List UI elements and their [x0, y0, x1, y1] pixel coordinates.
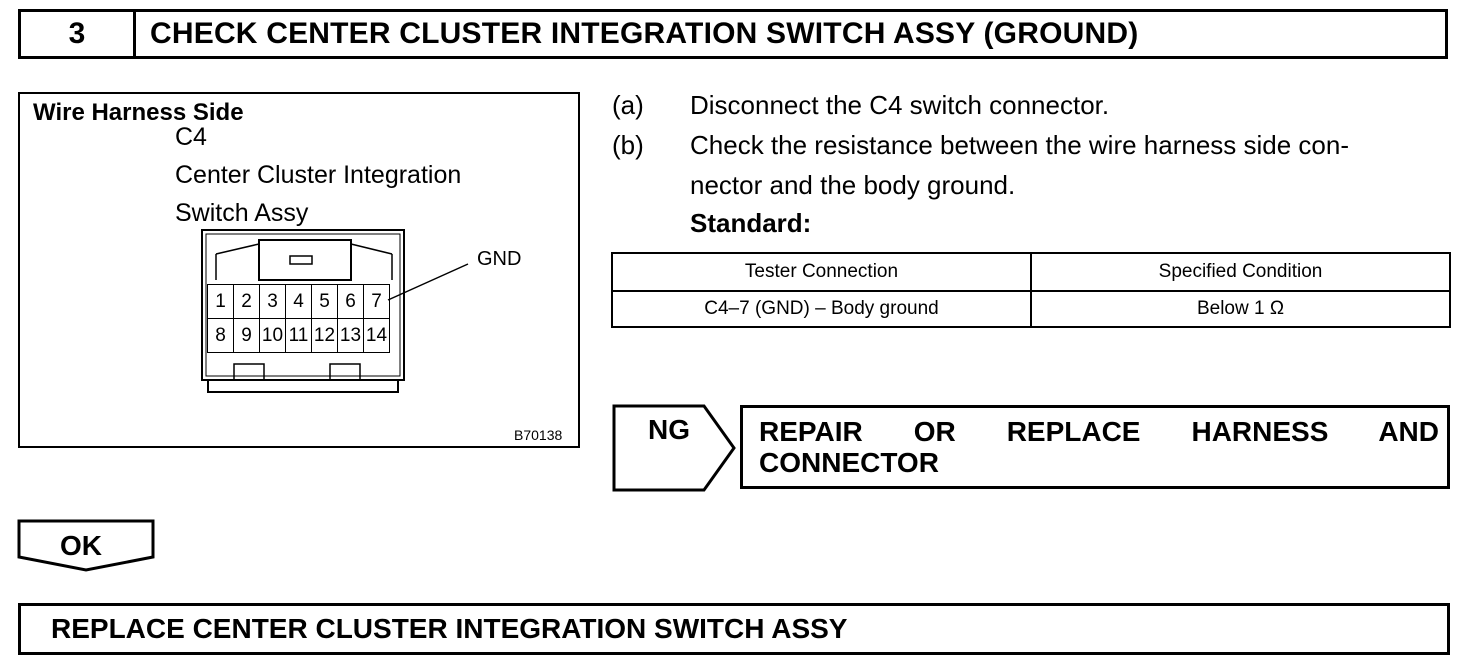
pin-3: 3 [259, 284, 286, 319]
step-number: 3 [21, 12, 136, 56]
connector-figure: Wire Harness Side C4 Center Cluster Inte… [18, 92, 580, 448]
pin-12: 12 [311, 318, 338, 353]
connector-id: C4 [175, 123, 207, 151]
ng-arrow [612, 404, 736, 492]
instruction-b-label: (b) [612, 130, 644, 160]
ok-label: OK [60, 530, 102, 561]
instruction-a-label: (a) [612, 90, 644, 120]
pin-6: 6 [337, 284, 364, 319]
step-header: 3 CHECK CENTER CLUSTER INTEGRATION SWITC… [18, 9, 1448, 59]
step-title: CHECK CENTER CLUSTER INTEGRATION SWITCH … [150, 17, 1139, 50]
gnd-leader-line [387, 263, 469, 301]
standard-label: Standard: [690, 208, 812, 238]
pin-4: 4 [285, 284, 312, 319]
final-action-text: REPLACE CENTER CLUSTER INTEGRATION SWITC… [51, 613, 848, 644]
connector-pin-grid: 1 2 3 4 5 6 7 8 9 10 11 12 13 14 [207, 284, 390, 353]
ok-arrow [17, 519, 155, 572]
ng-action-box: REPAIR OR REPLACE HARNESS AND CONNECTOR [740, 405, 1450, 489]
gnd-label: GND [477, 248, 522, 270]
figure-heading: Wire Harness Side [33, 99, 244, 126]
spec-cell-connection: C4–7 (GND) – Body ground [611, 290, 1032, 328]
spec-header-specified-condition: Specified Condition [1030, 252, 1451, 292]
pin-9: 9 [233, 318, 260, 353]
pin-8: 8 [207, 318, 234, 353]
pin-7: 7 [363, 284, 390, 319]
spec-header-tester-connection: Tester Connection [611, 252, 1032, 292]
figure-code: B70138 [514, 427, 563, 443]
spec-table: Tester Connection Specified Condition C4… [611, 252, 1451, 328]
instruction-b-text-line2: nector and the body ground. [690, 170, 1016, 200]
ng-action-text: REPAIR OR REPLACE HARNESS AND CONNECTOR [759, 416, 1439, 478]
ng-label: NG [648, 414, 690, 445]
connector-drawing [201, 229, 469, 393]
pin-1: 1 [207, 284, 234, 319]
pin-10: 10 [259, 318, 286, 353]
spec-cell-condition: Below 1 Ω [1030, 290, 1451, 328]
instruction-b-text-line1: Check the resistance between the wire ha… [690, 130, 1350, 160]
final-action-box: REPLACE CENTER CLUSTER INTEGRATION SWITC… [18, 603, 1450, 655]
instruction-a-text: Disconnect the C4 switch connector. [690, 90, 1110, 120]
pin-11: 11 [285, 318, 312, 353]
pin-5: 5 [311, 284, 338, 319]
pin-14: 14 [363, 318, 390, 353]
pin-2: 2 [233, 284, 260, 319]
component-name-line2: Switch Assy [175, 199, 309, 227]
component-name-line1: Center Cluster Integration [175, 161, 462, 189]
pin-13: 13 [337, 318, 364, 353]
